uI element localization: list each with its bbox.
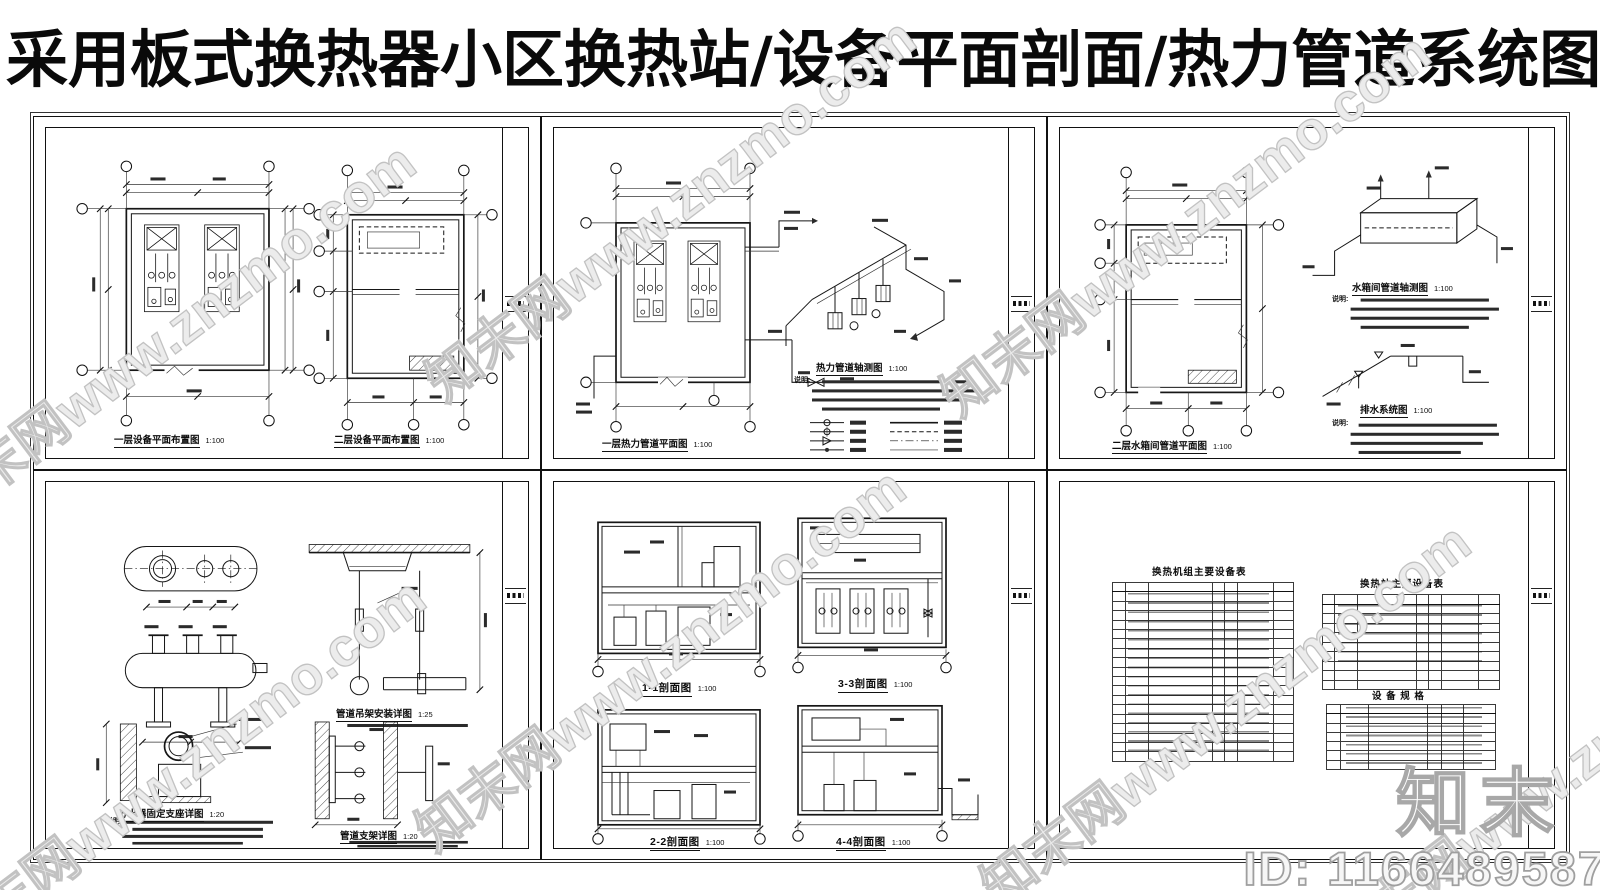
bracket-detail xyxy=(311,721,450,829)
first-floor-plan xyxy=(76,160,315,427)
station-equipment-table xyxy=(1321,594,1501,690)
detail-drawings xyxy=(96,544,487,848)
drainage-axonometric xyxy=(1322,343,1489,406)
title-strip xyxy=(1528,128,1554,458)
title-strip xyxy=(1528,482,1554,848)
sheet-outer-border xyxy=(30,112,1570,863)
title-strip xyxy=(502,128,528,458)
header-top-view xyxy=(123,546,259,611)
tank-notes xyxy=(1350,298,1499,329)
unit-equipment-table xyxy=(1112,581,1294,762)
notes-label: 说明: xyxy=(1332,296,1349,303)
notes-label: 说明: xyxy=(794,377,811,384)
section-drawings xyxy=(592,517,979,845)
znzmo-brand-logo: 知末 xyxy=(1395,761,1564,846)
table-title-specs: 设 备 规 格 xyxy=(1372,691,1425,702)
title-strip xyxy=(1008,128,1034,458)
header-front-view xyxy=(124,625,268,746)
bracket-notes xyxy=(349,840,468,848)
table-title-unit-equipment: 换热机组主要设备表 xyxy=(1152,567,1247,578)
title-strip xyxy=(502,482,528,848)
second-floor-plan xyxy=(313,164,498,431)
section-4-4 xyxy=(792,704,979,842)
heating-pipe-axonometric xyxy=(768,218,961,346)
water-tank-axonometric xyxy=(1302,166,1513,276)
title-strip xyxy=(1008,482,1034,848)
drain-notes xyxy=(1350,423,1499,454)
section-3-3 xyxy=(792,517,952,674)
section-1-1 xyxy=(592,521,766,678)
table-title-station-equipment: 换热站主要设备表 xyxy=(1360,579,1445,590)
section-2-2 xyxy=(592,709,766,845)
resource-id-label: ID: 1166489587 xyxy=(1243,841,1600,890)
sheet-title: 采用板式换热器小区换热站/设备平面剖面/热力管道系统图 xyxy=(6,23,1600,96)
panel-schedules: 换热机组主要设备表 xyxy=(1047,470,1567,860)
plumbing-plan xyxy=(1094,166,1285,437)
panel-frame: 换热机组主要设备表 xyxy=(1059,481,1555,849)
hanger-detail xyxy=(308,544,487,728)
notes-label: 说明: xyxy=(106,818,123,825)
plumbing-drawings xyxy=(1094,166,1513,454)
heating-pipe-drawings xyxy=(576,162,980,452)
equipment-plan-drawings xyxy=(76,160,498,431)
notes-label: 说明: xyxy=(1332,420,1349,427)
support-notes xyxy=(122,820,273,845)
support-detail xyxy=(96,717,271,807)
notes-and-legend xyxy=(810,380,980,452)
